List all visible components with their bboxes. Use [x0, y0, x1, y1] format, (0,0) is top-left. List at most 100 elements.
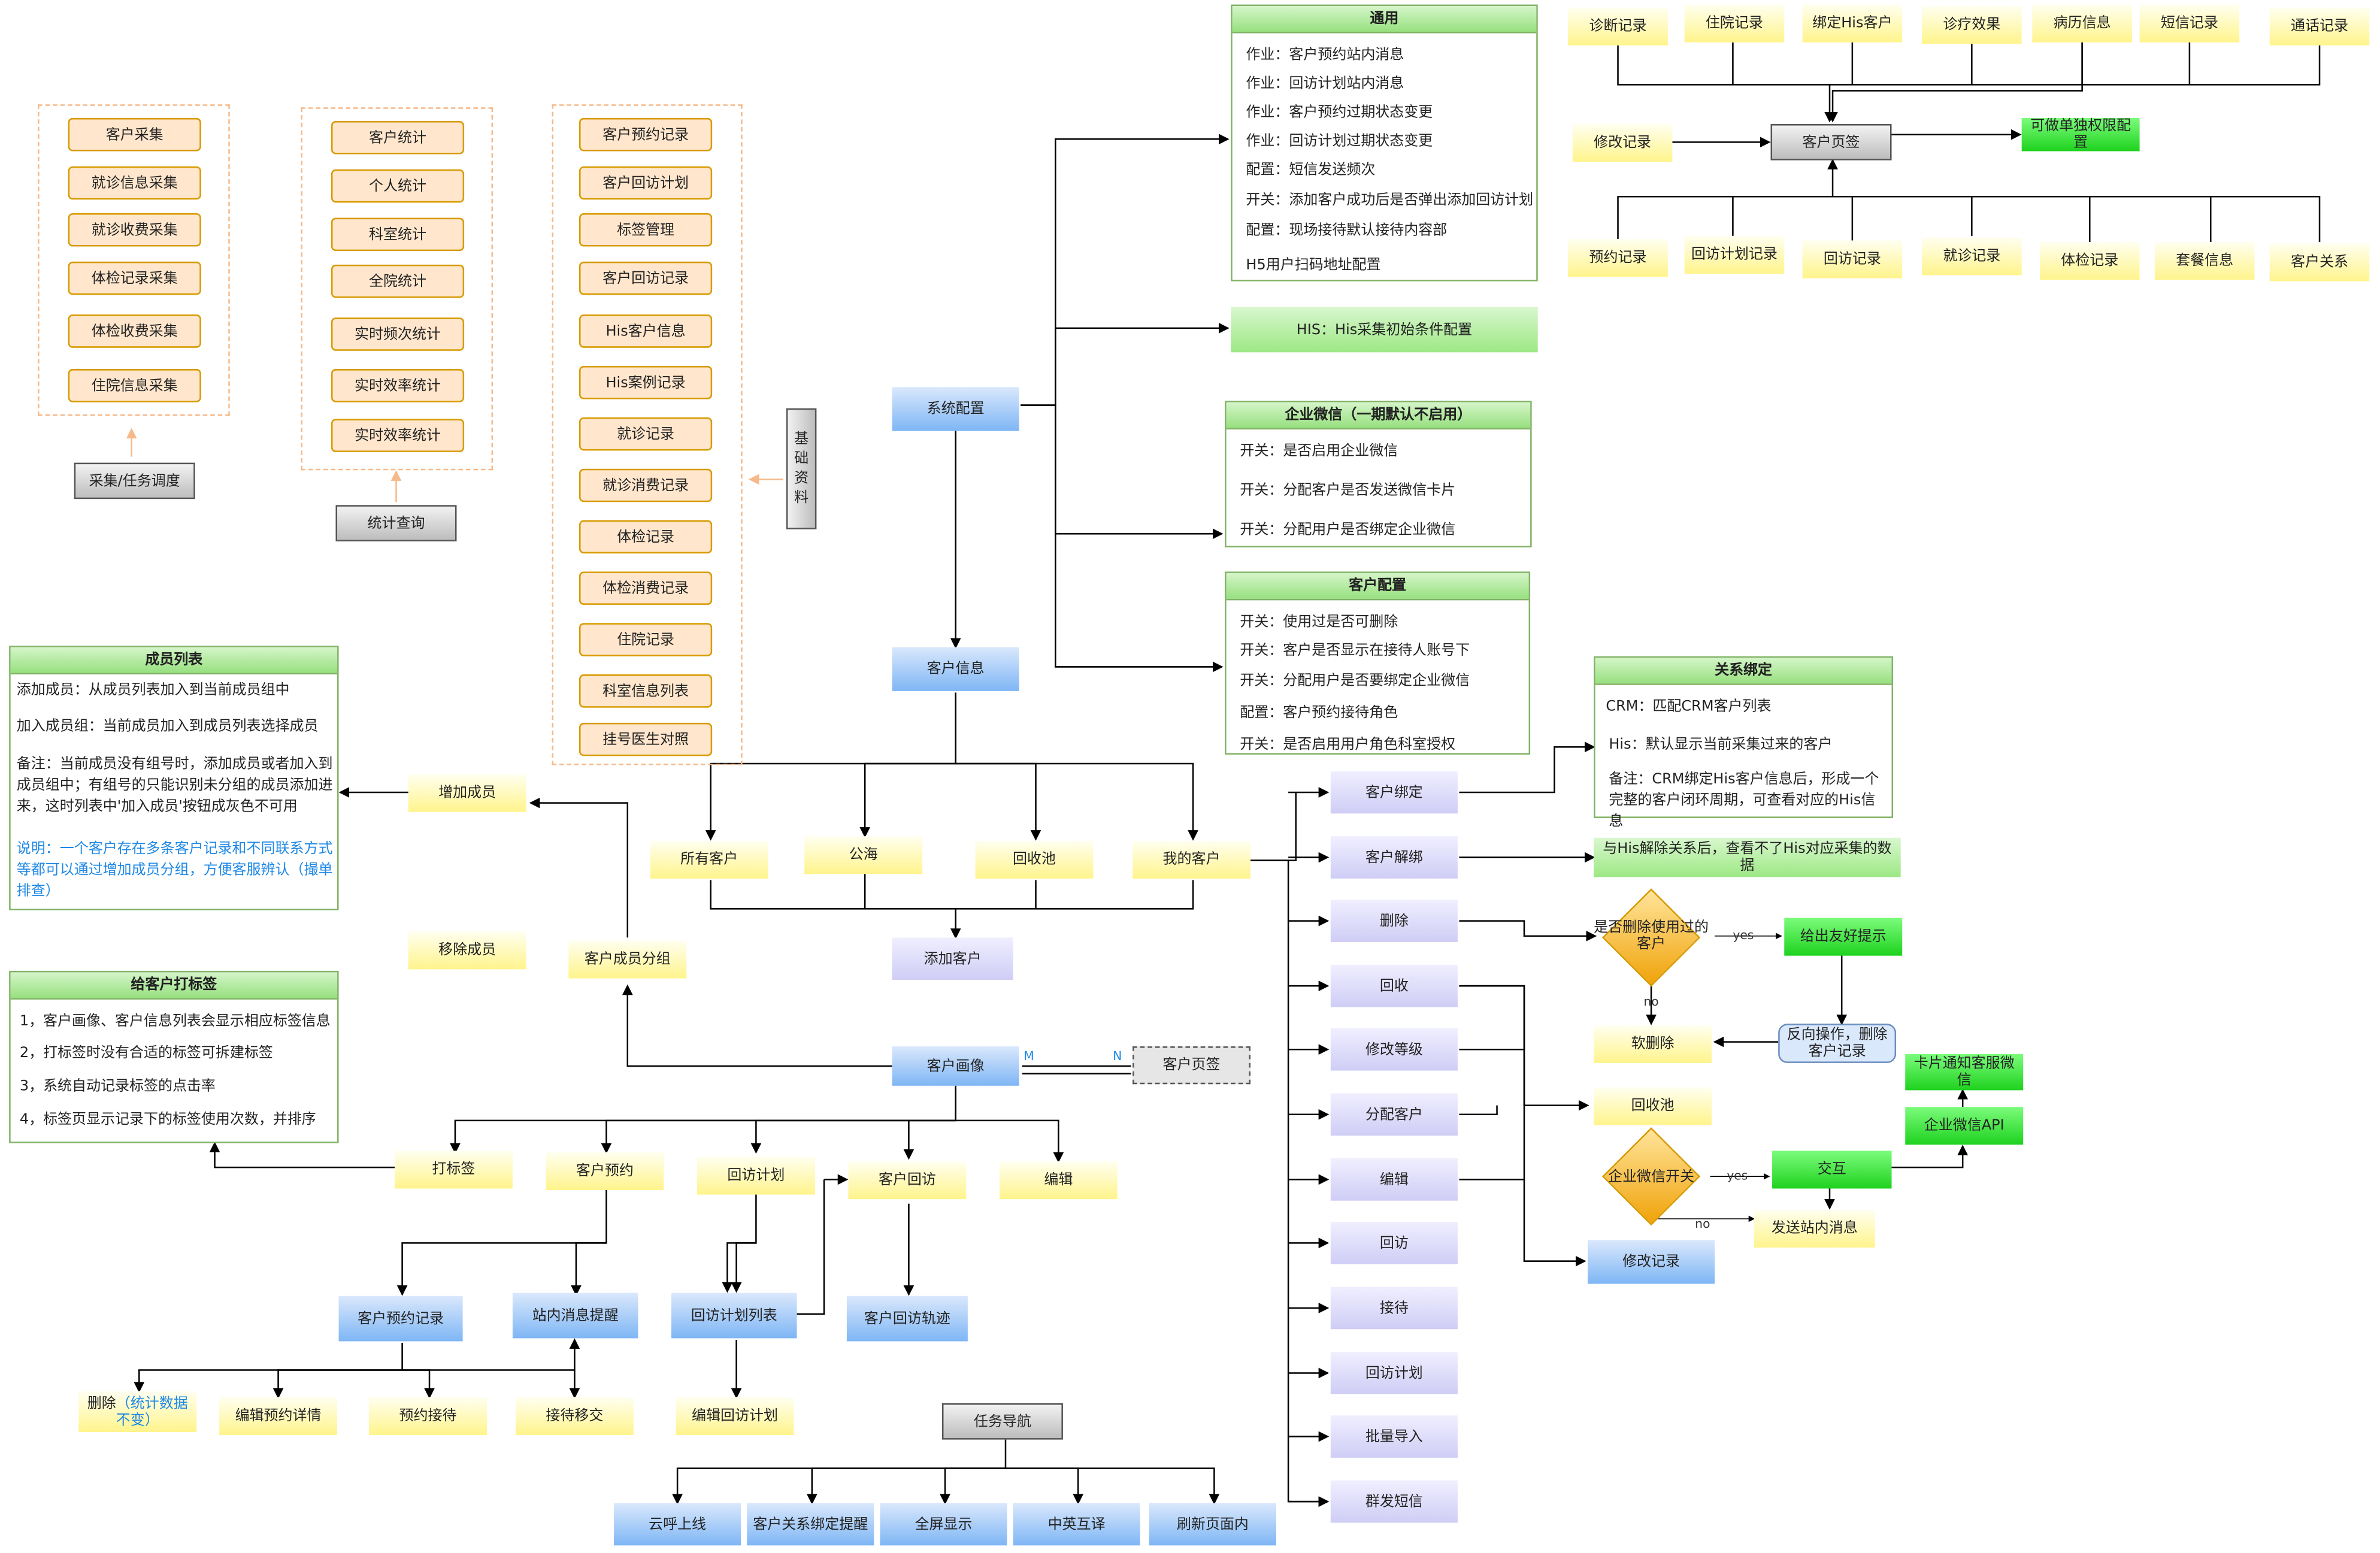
- record-tab[interactable]: 客户关系: [2269, 243, 2370, 281]
- recycle-pool-node[interactable]: 回收池: [1594, 1087, 1712, 1125]
- visit-track-node[interactable]: 客户回访轨迹: [846, 1295, 968, 1342]
- task-navigation-node[interactable]: 任务导航: [941, 1403, 1063, 1440]
- base-data-item[interactable]: 客户回访计划: [579, 166, 713, 200]
- stats-item[interactable]: 实时效率统计: [331, 369, 465, 402]
- appointment-reception-button[interactable]: 预约接待: [369, 1397, 487, 1436]
- task-nav-item[interactable]: 云呼上线: [614, 1503, 741, 1546]
- friendly-tip-node[interactable]: 给出友好提示: [1784, 918, 1903, 956]
- record-tab[interactable]: 短信记录: [2139, 4, 2240, 43]
- member-group-node[interactable]: 客户成员分组: [568, 940, 687, 979]
- collect-item[interactable]: 住院信息采集: [68, 369, 201, 402]
- collect-item[interactable]: 体检收费采集: [68, 314, 201, 348]
- add-customer-button[interactable]: 添加客户: [892, 937, 1013, 980]
- base-data-item[interactable]: 住院记录: [579, 623, 713, 656]
- action-item[interactable]: 回访: [1330, 1222, 1458, 1264]
- record-tab[interactable]: 通话记录: [2269, 7, 2370, 46]
- task-nav-item[interactable]: 客户关系绑定提醒: [747, 1503, 874, 1546]
- edit-visit-plan-button[interactable]: 编辑回访计划: [676, 1397, 794, 1436]
- action-item[interactable]: 批量导入: [1330, 1415, 1458, 1458]
- base-data-item[interactable]: 科室信息列表: [579, 674, 713, 708]
- reception-transfer-button[interactable]: 接待移交: [515, 1397, 634, 1436]
- action-item[interactable]: 接待: [1330, 1286, 1458, 1330]
- customer-portrait-node[interactable]: 客户画像: [892, 1046, 1019, 1086]
- stats-item[interactable]: 实时效率统计: [331, 419, 465, 452]
- action-item[interactable]: 回访计划: [1330, 1352, 1458, 1394]
- modify-record-tab[interactable]: 修改记录: [1572, 124, 1673, 162]
- interaction-node[interactable]: 交互: [1772, 1151, 1892, 1189]
- soft-delete-node[interactable]: 软删除: [1594, 1025, 1712, 1063]
- action-item[interactable]: 分配客户: [1330, 1093, 1458, 1136]
- base-data-item[interactable]: 就诊消费记录: [579, 468, 713, 502]
- stats-item[interactable]: 个人统计: [331, 169, 465, 203]
- stats-query-button[interactable]: 统计查询: [335, 505, 457, 541]
- record-tab[interactable]: 预约记录: [1568, 238, 1668, 277]
- portrait-tab-node[interactable]: 客户页签: [1133, 1046, 1251, 1085]
- stats-item[interactable]: 全院统计: [331, 264, 465, 298]
- category-recycle-pool[interactable]: 回收池: [975, 840, 1094, 879]
- action-item[interactable]: 群发短信: [1330, 1480, 1458, 1523]
- action-item[interactable]: 回收: [1330, 964, 1458, 1007]
- collect-schedule-button[interactable]: 采集/任务调度: [74, 462, 195, 499]
- base-data-item[interactable]: 体检记录: [579, 520, 713, 554]
- task-nav-item[interactable]: 刷新页面内: [1149, 1503, 1276, 1546]
- record-tab[interactable]: 绑定His客户: [1802, 4, 1903, 43]
- permission-config[interactable]: 可做单独权限配置: [2021, 117, 2140, 152]
- base-data-tab[interactable]: 基 础 资 料: [786, 408, 817, 529]
- tag-action[interactable]: 打标签: [394, 1151, 513, 1189]
- reverse-delete-node[interactable]: 反向操作，删除客户记录: [1778, 1024, 1897, 1063]
- action-item[interactable]: 编辑: [1330, 1158, 1458, 1201]
- record-tab[interactable]: 诊断记录: [1568, 7, 1668, 46]
- action-item[interactable]: 修改等级: [1330, 1028, 1458, 1071]
- his-config[interactable]: HIS：His采集初始条件配置: [1231, 307, 1538, 353]
- record-tab[interactable]: 住院记录: [1684, 4, 1785, 43]
- stats-item[interactable]: 实时频次统计: [331, 317, 465, 351]
- collect-item[interactable]: 体检记录采集: [68, 261, 201, 295]
- wechat-api-node[interactable]: 企业微信API: [1905, 1107, 2024, 1145]
- system-config-node[interactable]: 系统配置: [892, 387, 1019, 431]
- category-my-customers[interactable]: 我的客户: [1133, 840, 1251, 879]
- collect-item[interactable]: 客户采集: [68, 117, 201, 152]
- base-data-item[interactable]: 客户回访记录: [579, 261, 713, 295]
- edit-action[interactable]: 编辑: [999, 1161, 1118, 1200]
- card-notify-node[interactable]: 卡片通知客服微信: [1905, 1054, 2024, 1091]
- base-data-item[interactable]: 标签管理: [579, 213, 713, 247]
- stats-item[interactable]: 客户统计: [331, 120, 465, 155]
- base-data-item[interactable]: 体检消费记录: [579, 571, 713, 605]
- stats-item[interactable]: 科室统计: [331, 217, 465, 252]
- category-public-sea[interactable]: 公海: [804, 836, 923, 874]
- delete-appointment-button[interactable]: 删除（统计数据不变）: [78, 1391, 197, 1432]
- visit-plan-action[interactable]: 回访计划: [697, 1157, 815, 1195]
- visit-plan-list-node[interactable]: 回访计划列表: [671, 1292, 797, 1339]
- remove-member-button[interactable]: 移除成员: [408, 931, 526, 970]
- action-item[interactable]: 客户绑定: [1330, 771, 1458, 814]
- record-tab[interactable]: 体检记录: [2039, 241, 2140, 280]
- visit-action[interactable]: 客户回访: [848, 1161, 967, 1200]
- record-tab[interactable]: 就诊记录: [1922, 237, 2022, 276]
- appointment-records-node[interactable]: 客户预约记录: [338, 1295, 463, 1342]
- record-tab[interactable]: 病历信息: [2032, 4, 2132, 43]
- add-member-button[interactable]: 增加成员: [408, 774, 526, 812]
- appointment-action[interactable]: 客户预约: [546, 1152, 664, 1191]
- collect-item[interactable]: 就诊信息采集: [68, 166, 201, 200]
- customer-tab-hub[interactable]: 客户页签: [1770, 124, 1892, 161]
- task-nav-item[interactable]: 中英互译: [1013, 1503, 1140, 1546]
- station-message-node[interactable]: 站内消息提醒: [512, 1292, 638, 1339]
- base-data-item[interactable]: His案例记录: [579, 366, 713, 399]
- category-all-customers[interactable]: 所有客户: [650, 840, 768, 879]
- record-tab[interactable]: 回访计划记录: [1684, 235, 1785, 274]
- action-item[interactable]: 删除: [1330, 900, 1458, 942]
- collect-item[interactable]: 就诊收费采集: [68, 213, 201, 247]
- task-nav-item[interactable]: 全屏显示: [880, 1503, 1007, 1546]
- record-tab[interactable]: 回访记录: [1802, 240, 1903, 278]
- customer-info-node[interactable]: 客户信息: [892, 647, 1019, 691]
- base-data-item[interactable]: His客户信息: [579, 314, 713, 348]
- base-data-item[interactable]: 客户预约记录: [579, 117, 713, 152]
- edit-appointment-button[interactable]: 编辑预约详情: [219, 1397, 338, 1436]
- base-data-item[interactable]: 就诊记录: [579, 417, 713, 451]
- record-tab[interactable]: 诊疗效果: [1922, 6, 2022, 44]
- record-tab[interactable]: 套餐信息: [2154, 241, 2255, 280]
- base-data-item[interactable]: 挂号医生对照: [579, 722, 713, 756]
- send-station-message-node[interactable]: 发送站内消息: [1754, 1209, 1875, 1248]
- modify-record-node[interactable]: 修改记录: [1588, 1240, 1715, 1284]
- action-item[interactable]: 客户解绑: [1330, 836, 1458, 879]
